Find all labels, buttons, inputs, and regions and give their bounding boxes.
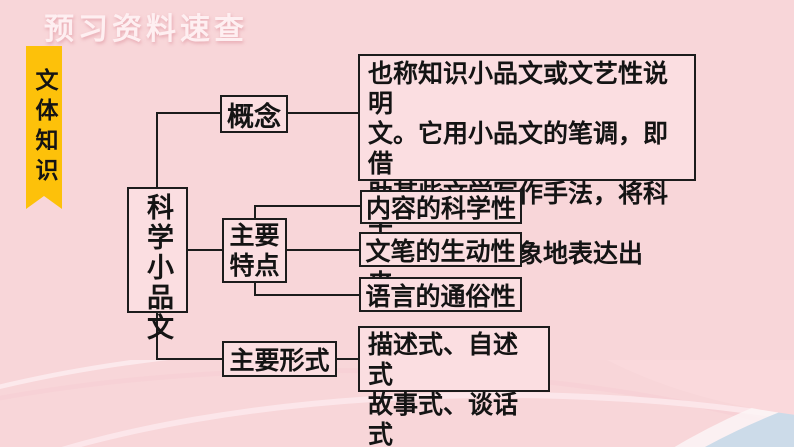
concept-detail-box: 也称知识小品文或文艺性说明 文。它用小品文的笔调，即借 助某些文学写作手法，将科…: [358, 54, 696, 298]
feature-item-scientific-content: 内容的科学性: [360, 190, 522, 224]
feature-item-vivid-writing: 文笔的生动性: [359, 232, 522, 267]
ribbon-label: 文体知识: [32, 68, 57, 188]
concept-node: 概念: [220, 95, 288, 133]
connector-concept-to-detail: [287, 112, 359, 114]
connector-forms-to-detail: [336, 358, 360, 360]
concept-detail-line: 也称知识小品文或文艺性说明: [368, 60, 669, 118]
forms-detail-line: 故事式、谈话式: [368, 391, 519, 447]
connector-to-feature-1: [254, 205, 362, 207]
section-ribbon: 文体知识: [26, 46, 62, 209]
connector-to-feature-3: [254, 294, 361, 296]
wave-arc: [0, 392, 794, 447]
forms-node: 主要形式: [222, 341, 337, 377]
concept-detail-line: 文。它用小品文的笔调，即借: [368, 120, 669, 178]
connector-to-feature-2: [286, 249, 360, 251]
connector-root-to-forms-vertical: [156, 312, 158, 360]
connector-to-forms: [156, 358, 224, 360]
page-title: 预习资料速查: [44, 13, 248, 46]
features-node: 主要特点: [222, 218, 287, 283]
forms-detail-line: 描述式、自述式: [368, 331, 519, 389]
forms-detail-box: 描述式、自述式 故事式、谈话式: [358, 326, 550, 447]
feature-item-popular-language: 语言的通俗性: [359, 277, 522, 312]
connector-to-concept: [156, 112, 222, 114]
root-node-label: 科学小品文: [143, 193, 173, 343]
root-node-science-essay: 科学小品文: [127, 187, 188, 343]
connector-root-to-features: [187, 249, 223, 251]
connector-root-to-concept-vertical: [156, 112, 158, 189]
